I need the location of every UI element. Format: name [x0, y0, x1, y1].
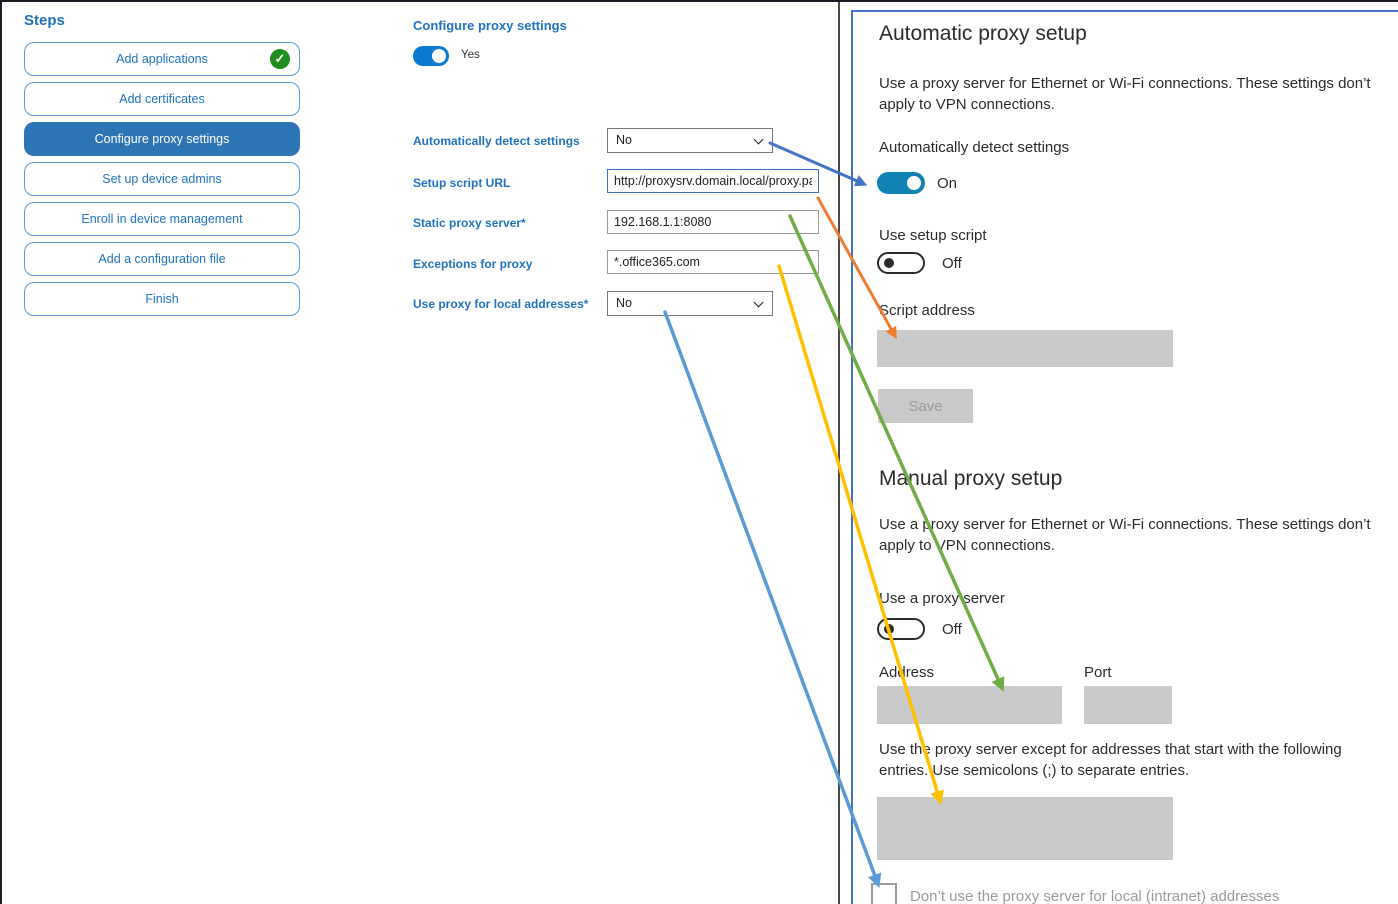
step-add-applications[interactable]: Add applications ✓ — [24, 42, 300, 76]
use-setup-script-toggle[interactable] — [877, 252, 925, 274]
use-proxy-for-local-addresses-select[interactable]: No — [607, 291, 773, 316]
script-address-input[interactable] — [877, 330, 1173, 367]
detect-settings-state: On — [937, 175, 958, 192]
step-set-up-device-admins[interactable]: Set up device admins — [24, 162, 300, 196]
exceptions-for-proxy-input[interactable] — [607, 250, 819, 274]
select-value: No — [616, 133, 632, 147]
label-static-proxy-server: Static proxy server* — [413, 216, 526, 230]
setup-script-url-input[interactable] — [607, 169, 819, 193]
step-enroll-in-device-management[interactable]: Enroll in device management — [24, 202, 300, 236]
steps-panel-title: Steps — [24, 12, 65, 29]
label-setup-script-url: Setup script URL — [413, 176, 511, 190]
automatically-detect-settings-select[interactable]: No — [607, 128, 773, 153]
use-proxy-server-label: Use a proxy server — [879, 590, 1005, 607]
local-addresses-checkbox[interactable] — [871, 883, 897, 904]
local-addresses-mapping-arrow — [663, 310, 882, 888]
use-proxy-server-toggle[interactable] — [877, 618, 925, 640]
use-setup-script-label: Use setup script — [879, 227, 987, 244]
script-address-label: Script address — [879, 302, 975, 319]
save-button[interactable]: Save — [878, 389, 973, 423]
use-setup-script-state: Off — [942, 255, 962, 272]
local-addresses-checkbox-label: Don’t use the proxy server for local (in… — [910, 888, 1280, 904]
step-label: Configure proxy settings — [94, 132, 230, 146]
label-automatically-detect-settings: Automatically detect settings — [413, 134, 580, 148]
select-value: No — [616, 296, 632, 310]
toggle-knob — [884, 624, 894, 634]
automatic-proxy-setup-heading: Automatic proxy setup — [879, 22, 1087, 45]
detect-settings-toggle[interactable] — [877, 172, 925, 194]
automatic-proxy-description: Use a proxy server for Ethernet or Wi-Fi… — [879, 75, 1371, 113]
detect-settings-label: Automatically detect settings — [879, 139, 1070, 156]
configure-proxy-toggle-label: Yes — [461, 49, 480, 61]
toggle-knob — [884, 258, 894, 268]
step-label: Add certificates — [119, 92, 205, 106]
address-input[interactable] — [877, 686, 1062, 724]
steps-list: Add applications ✓ Add certificates Conf… — [24, 42, 300, 322]
manual-proxy-description: Use a proxy server for Ethernet or Wi-Fi… — [879, 516, 1371, 554]
step-finish[interactable]: Finish — [24, 282, 300, 316]
proxy-exceptions-textarea[interactable] — [877, 797, 1173, 860]
proxy-exceptions-hint: Use the proxy server except for addresse… — [879, 741, 1342, 779]
address-label: Address — [879, 664, 935, 681]
manual-proxy-setup-heading: Manual proxy setup — [879, 467, 1063, 490]
step-add-a-configuration-file[interactable]: Add a configuration file — [24, 242, 300, 276]
label-use-proxy-for-local-addresses: Use proxy for local addresses* — [413, 297, 589, 311]
step-label: Add applications — [116, 52, 208, 66]
chevron-down-icon — [753, 297, 764, 308]
editor-title: Configure proxy settings — [413, 18, 567, 33]
completed-check-icon: ✓ — [270, 49, 290, 69]
static-proxy-server-input[interactable] — [607, 210, 819, 234]
step-label: Set up device admins — [102, 172, 222, 186]
step-label: Add a configuration file — [98, 252, 226, 266]
toggle-knob — [907, 176, 921, 190]
vertical-divider — [838, 2, 840, 904]
configure-proxy-toggle[interactable] — [413, 46, 449, 66]
label-exceptions-for-proxy: Exceptions for proxy — [413, 257, 533, 271]
step-configure-proxy-settings[interactable]: Configure proxy settings — [24, 122, 300, 156]
chevron-down-icon — [753, 134, 764, 145]
port-input[interactable] — [1084, 686, 1172, 724]
use-proxy-server-state: Off — [942, 621, 962, 638]
port-label: Port — [1084, 664, 1112, 681]
step-label: Enroll in device management — [81, 212, 243, 226]
windows-proxy-settings-panel: Automatic proxy setup Use a proxy server… — [851, 10, 1398, 904]
step-label: Finish — [145, 292, 179, 306]
toggle-knob — [432, 49, 446, 63]
step-add-certificates[interactable]: Add certificates — [24, 82, 300, 116]
